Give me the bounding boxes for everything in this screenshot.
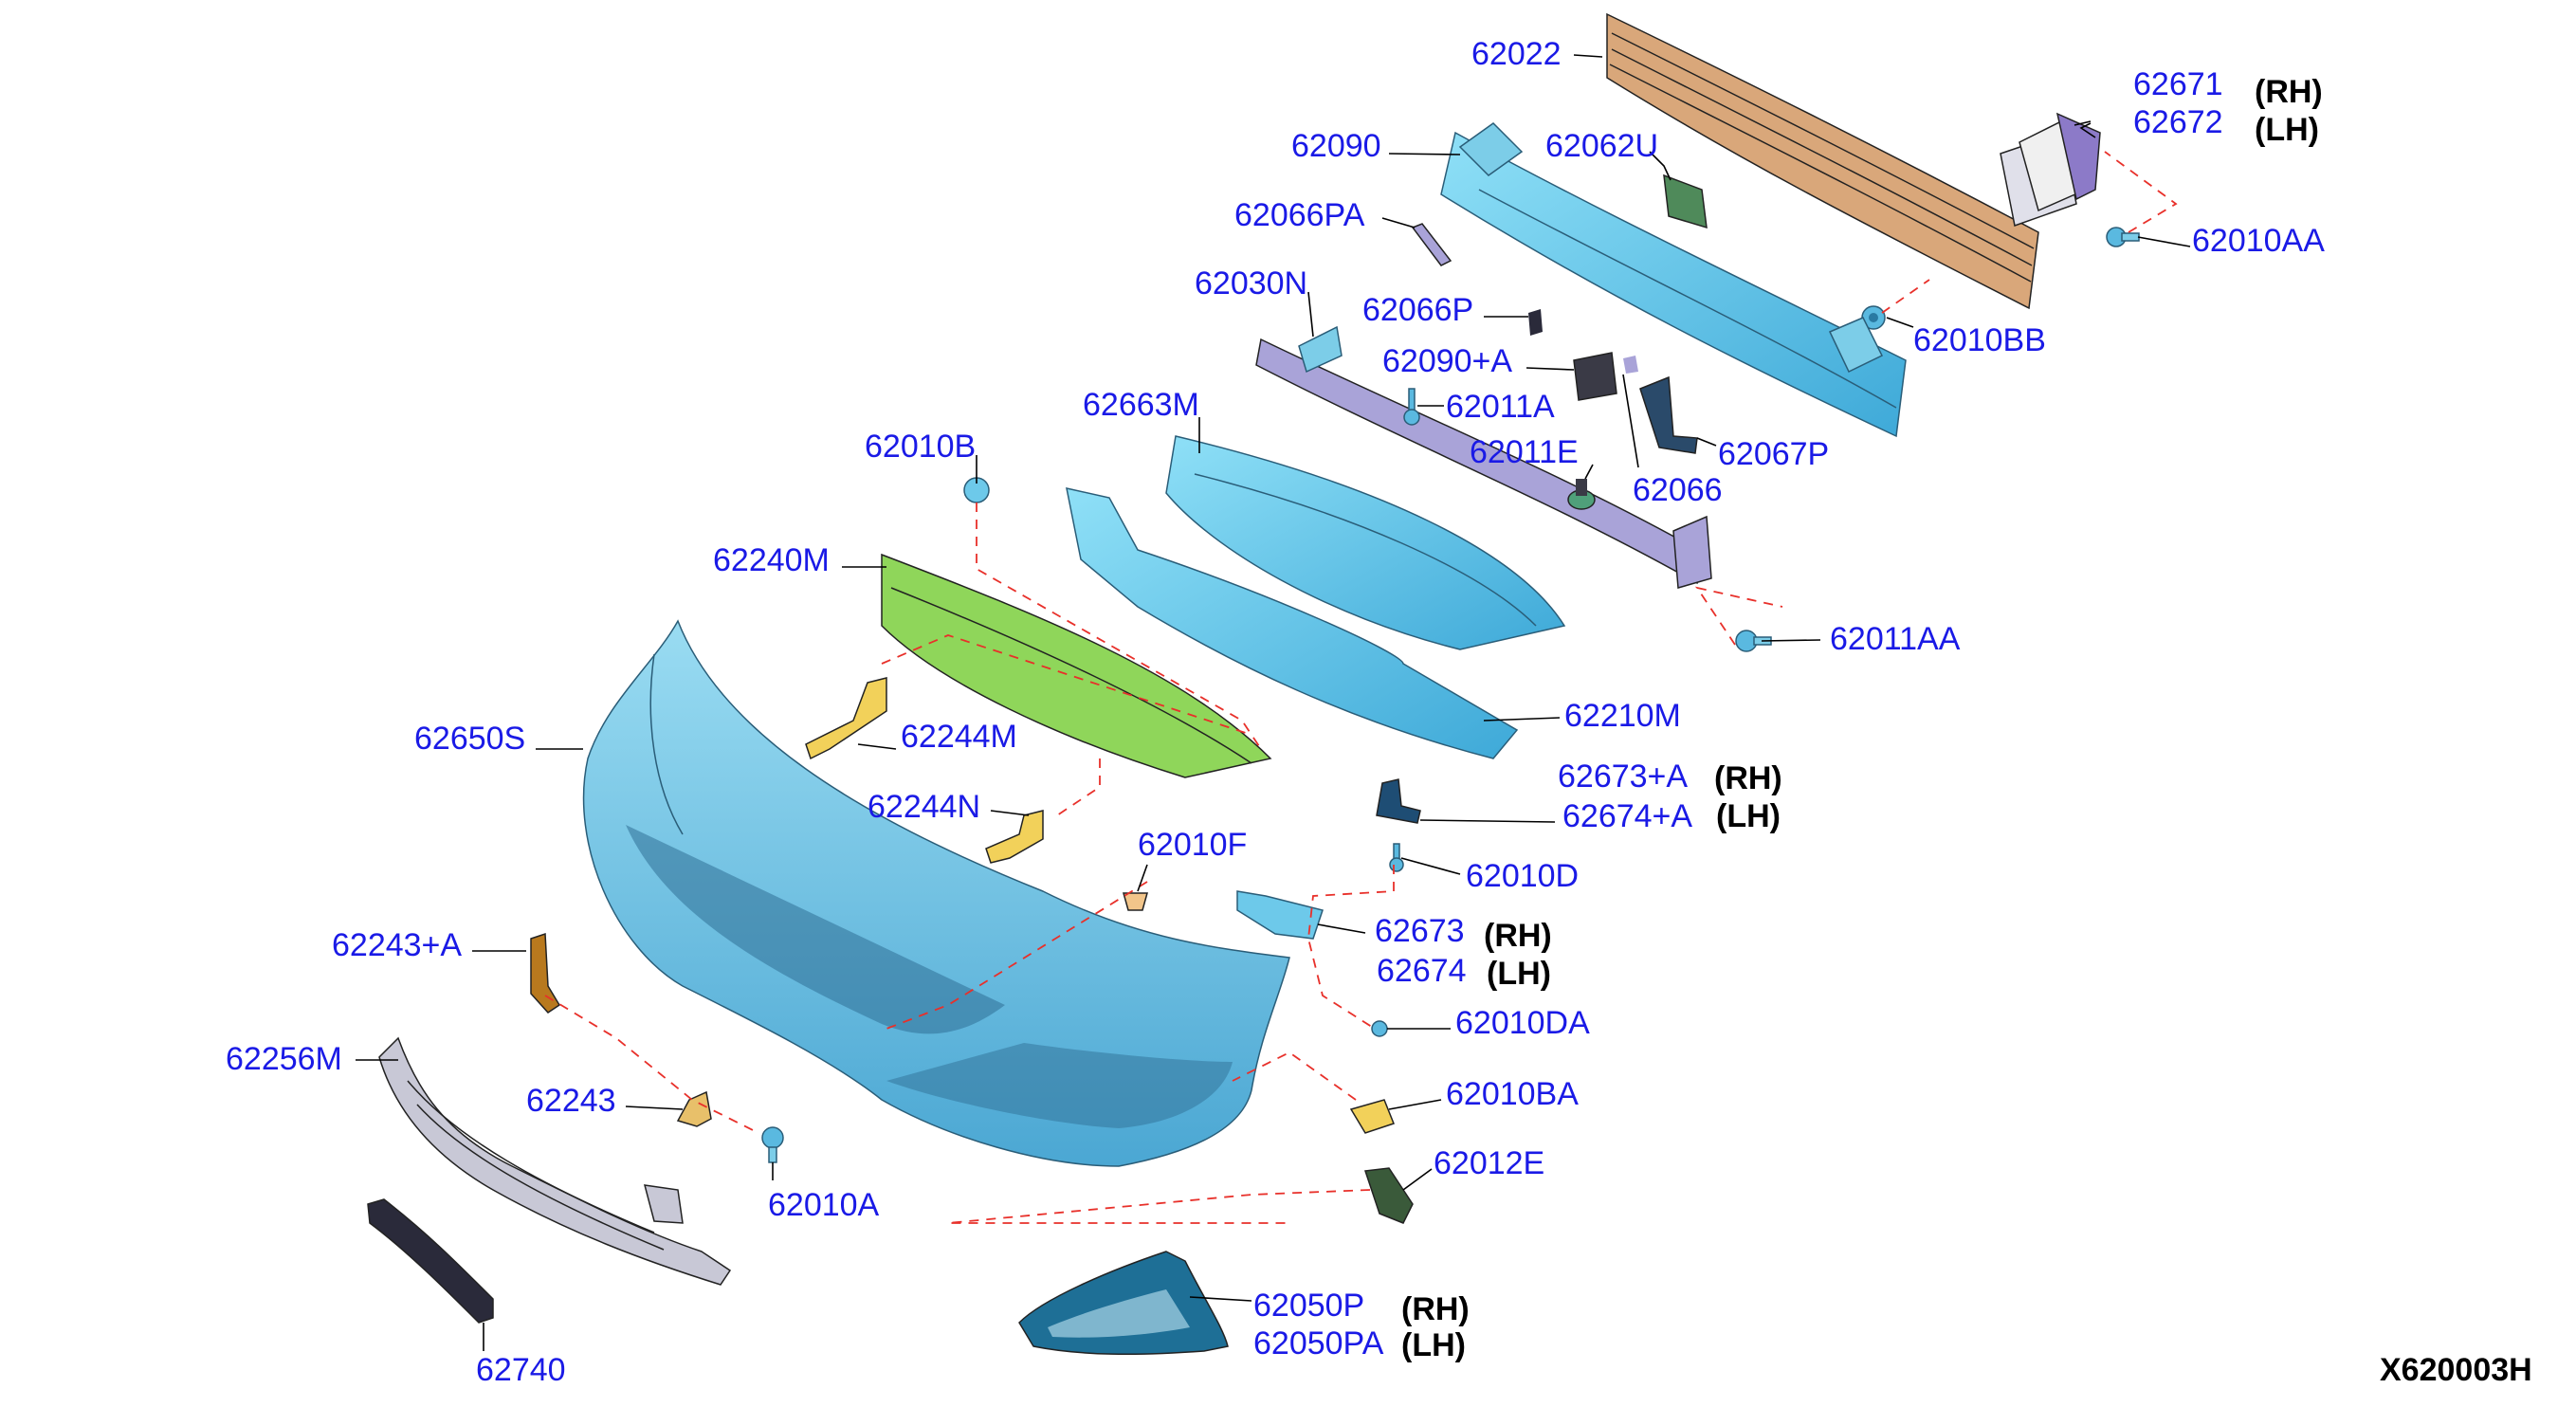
label-62240m[interactable]: 62240M xyxy=(713,542,830,578)
bracket-62067p[interactable] xyxy=(1639,375,1698,454)
bolt-62010aa[interactable] xyxy=(2106,227,2140,247)
bolt-62010a[interactable] xyxy=(761,1126,784,1163)
label-62062u[interactable]: 62062U xyxy=(1545,128,1658,164)
bracket-62244m[interactable] xyxy=(805,677,887,760)
sensor-62090a[interactable] xyxy=(1573,352,1638,401)
fog-lamp-cover[interactable] xyxy=(1018,1251,1229,1356)
label-62256m[interactable]: 62256M xyxy=(226,1041,342,1077)
label-62672[interactable]: 62672 xyxy=(2133,104,2223,140)
plate-bracket[interactable] xyxy=(367,1198,494,1324)
diagram-code: X620003H xyxy=(2380,1352,2532,1388)
label-62022[interactable]: 62022 xyxy=(1471,36,1562,72)
label-62066p[interactable]: 62066P xyxy=(1362,292,1473,328)
label-62674[interactable]: 62674 xyxy=(1377,953,1467,989)
label-62050p[interactable]: 62050P xyxy=(1253,1288,1364,1324)
clip-62012e[interactable] xyxy=(1363,1167,1414,1224)
label-62244m[interactable]: 62244M xyxy=(901,719,1017,755)
label-62740[interactable]: 62740 xyxy=(476,1352,566,1388)
label-62010f[interactable]: 62010F xyxy=(1138,827,1247,863)
label-62011aa[interactable]: 62011AA xyxy=(1830,621,1961,657)
leader-lines xyxy=(356,54,2191,1351)
label-62010d[interactable]: 62010D xyxy=(1466,858,1579,894)
label-62010a[interactable]: 62010A xyxy=(768,1187,880,1223)
reinforcement-beam[interactable] xyxy=(1606,12,2039,310)
label-62243a[interactable]: 62243+A xyxy=(332,927,462,963)
label-62673[interactable]: 62673 xyxy=(1375,913,1465,949)
side-62674: (LH) xyxy=(1487,956,1551,992)
bracket-62673[interactable] xyxy=(1236,890,1324,940)
strip-62066pa[interactable] xyxy=(1411,223,1452,266)
label-62030n[interactable]: 62030N xyxy=(1195,265,1307,302)
energy-absorber[interactable] xyxy=(1440,122,1907,438)
label-62066[interactable]: 62066 xyxy=(1633,472,1723,508)
clip-62010ba[interactable] xyxy=(1349,1099,1395,1134)
label-62011a[interactable]: 62011A xyxy=(1446,389,1555,425)
label-62243[interactable]: 62243 xyxy=(526,1083,616,1119)
label-62244n[interactable]: 62244N xyxy=(868,789,980,825)
clip-62066p[interactable] xyxy=(1528,309,1543,336)
side-62050pa: (LH) xyxy=(1401,1327,1466,1363)
label-62066pa[interactable]: 62066PA xyxy=(1234,197,1365,233)
side-62674a: (LH) xyxy=(1716,798,1781,834)
bracket-62244n[interactable] xyxy=(985,810,1044,864)
bracket-62062u[interactable] xyxy=(1663,174,1708,229)
bumper-fascia[interactable] xyxy=(582,619,1290,1167)
label-62012e[interactable]: 62012E xyxy=(1434,1145,1544,1181)
bracket-62673a[interactable] xyxy=(1376,778,1421,824)
side-62671: (RH) xyxy=(2255,74,2323,110)
side-bracket[interactable] xyxy=(2000,112,2101,227)
label-62050pa[interactable]: 62050PA xyxy=(1253,1325,1384,1361)
bolt-62011a[interactable] xyxy=(1403,388,1420,426)
dashed-guides xyxy=(544,151,2178,1224)
label-62671[interactable]: 62671 xyxy=(2133,66,2223,102)
label-62650s[interactable]: 62650S xyxy=(414,721,525,757)
clip-62010f[interactable] xyxy=(1123,892,1148,911)
support-bar[interactable] xyxy=(1255,325,1712,589)
label-62010da[interactable]: 62010DA xyxy=(1455,1005,1590,1041)
bracket-62243a[interactable] xyxy=(530,932,561,1014)
label-62090a[interactable]: 62090+A xyxy=(1382,343,1512,379)
label-62674a[interactable]: 62674+A xyxy=(1562,798,1692,834)
deflector[interactable] xyxy=(1066,487,1519,759)
label-62010ba[interactable]: 62010BA xyxy=(1446,1076,1579,1112)
side-62050p: (RH) xyxy=(1401,1291,1470,1327)
label-62010aa[interactable]: 62010AA xyxy=(2192,223,2325,259)
label-62010b[interactable]: 62010B xyxy=(865,429,976,465)
retainer-62240m[interactable] xyxy=(881,553,1272,778)
clip-62010da[interactable] xyxy=(1371,1020,1388,1037)
bracket-62243[interactable] xyxy=(676,1090,712,1127)
bolt-62010d[interactable] xyxy=(1389,843,1404,872)
grille[interactable] xyxy=(378,1036,732,1286)
clip-62011e[interactable] xyxy=(1567,479,1596,510)
side-62673a: (RH) xyxy=(1714,760,1782,796)
part-labels: 62022 62671 (RH) 62672 (LH) 62090 62062U… xyxy=(226,36,2325,1388)
label-62067p[interactable]: 62067P xyxy=(1718,436,1829,472)
label-62010bb[interactable]: 62010BB xyxy=(1913,322,2046,358)
label-62663m[interactable]: 62663M xyxy=(1083,387,1199,423)
undercover[interactable] xyxy=(1165,435,1566,650)
side-62673: (RH) xyxy=(1484,918,1552,954)
label-62090[interactable]: 62090 xyxy=(1291,128,1381,164)
label-62673a[interactable]: 62673+A xyxy=(1558,758,1688,795)
label-62011e[interactable]: 62011E xyxy=(1470,434,1579,470)
side-62672: (LH) xyxy=(2255,112,2319,148)
label-62210m[interactable]: 62210M xyxy=(1564,698,1681,734)
